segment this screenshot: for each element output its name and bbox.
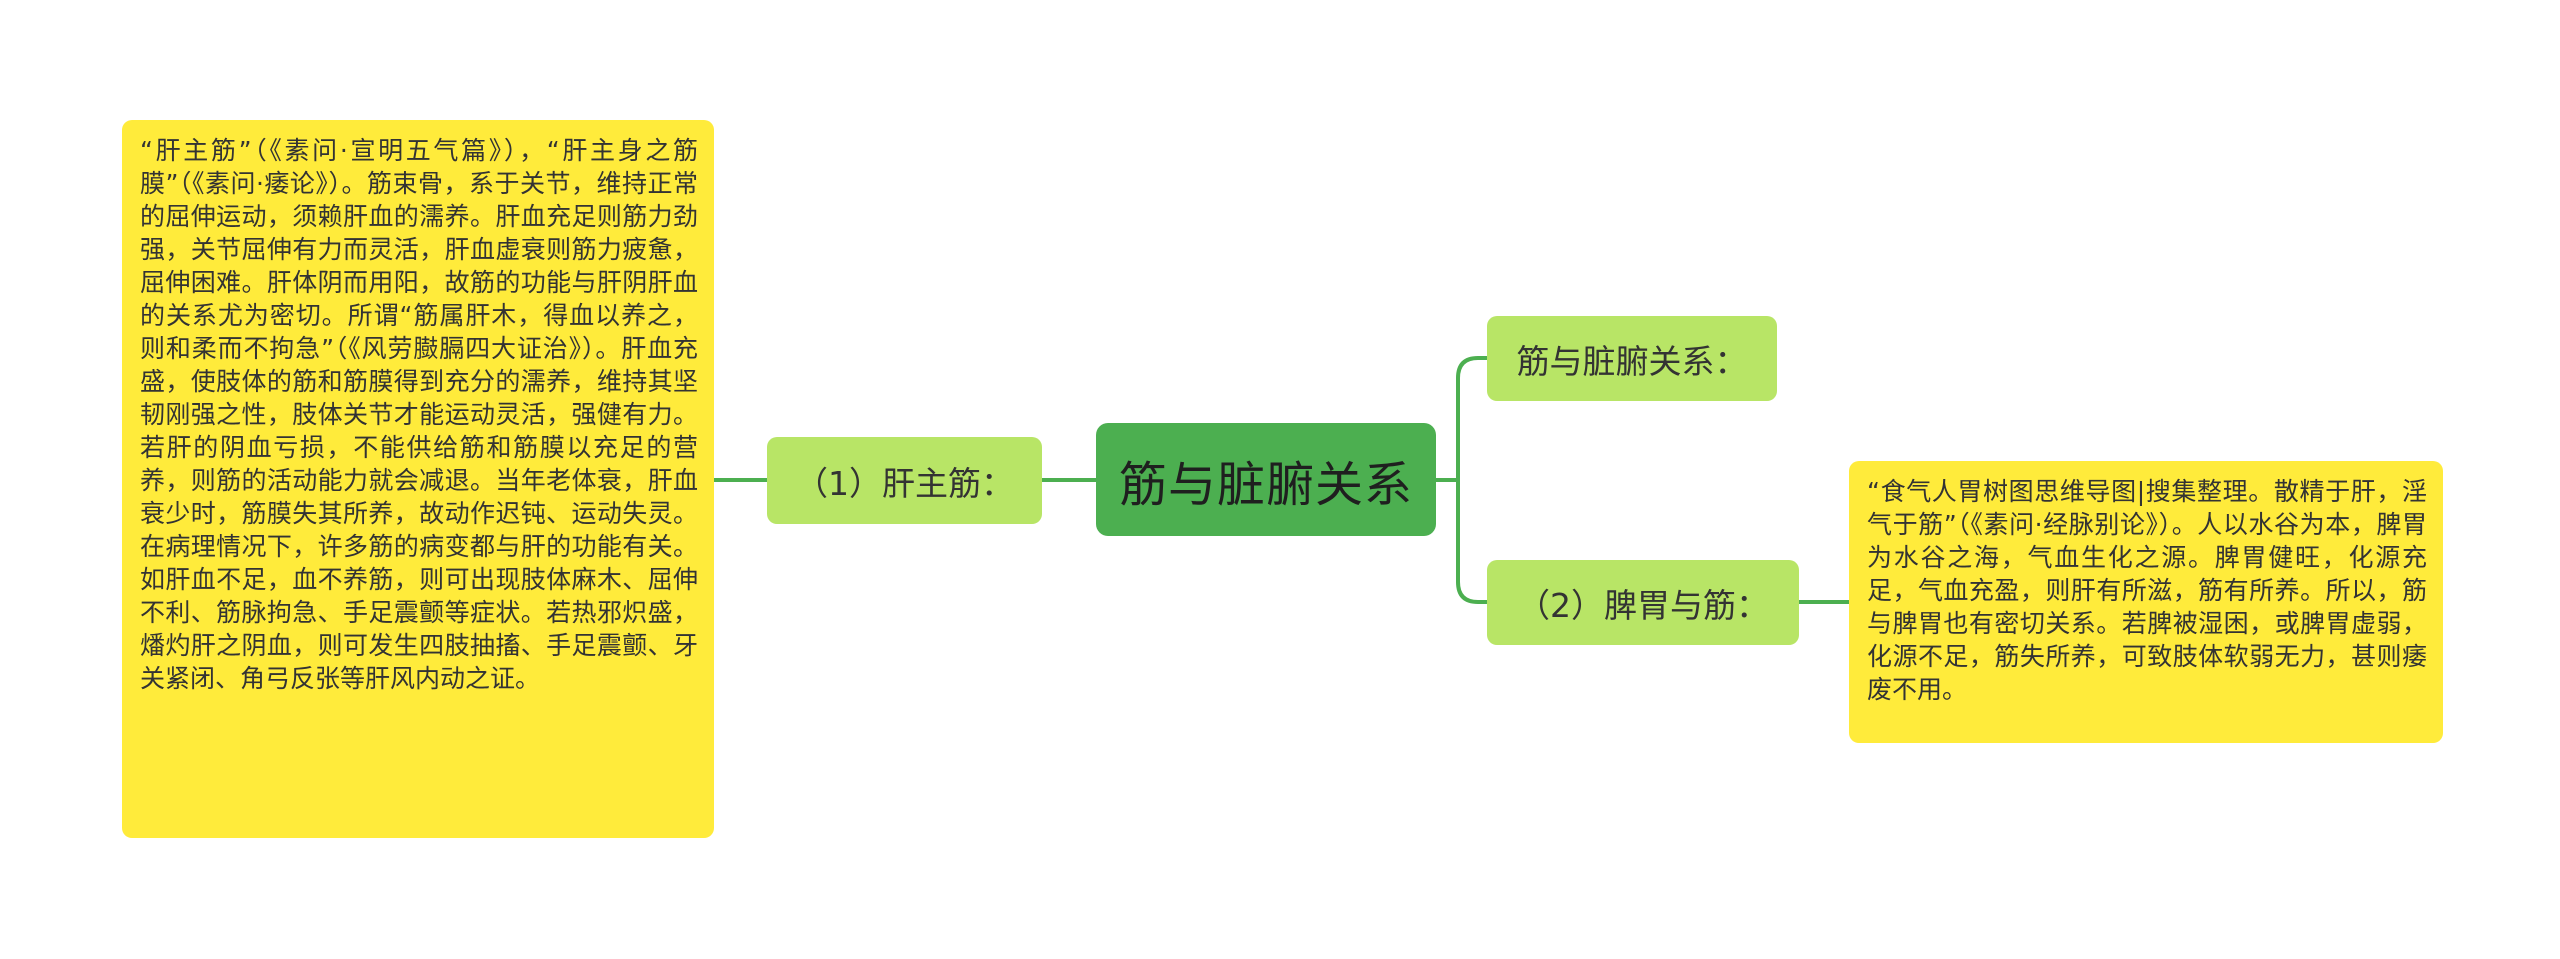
leaf-node-liver-text[interactable]: “肝主筋”（《素问·宣明五气篇》），“肝主身之筋膜”（《素问·痿论》）。筋束骨，…	[122, 120, 714, 838]
connector-branch-right-top	[1456, 356, 1487, 480]
branch-node-spleen-stomach[interactable]: （2）脾胃与筋：	[1487, 560, 1799, 645]
root-node[interactable]: 筋与脏腑关系	[1096, 423, 1436, 536]
connector-branch-right-bottom	[1456, 480, 1487, 604]
root-label: 筋与脏腑关系	[1118, 456, 1413, 513]
branch-node-liver[interactable]: （1）肝主筋：	[767, 437, 1042, 524]
leaf-node-spleen-text[interactable]: “食气人胃树图思维导图|搜集整理。散精于肝，淫气于筋”（《素问·经脉别论》）。人…	[1849, 461, 2443, 743]
branch-label-liver: （1）肝主筋：	[795, 463, 1014, 503]
leaf-text-spleen: “食气人胃树图思维导图|搜集整理。散精于肝，淫气于筋”（《素问·经脉别论》）。人…	[1867, 477, 2427, 704]
branch-label-relation: 筋与脏腑关系：	[1516, 341, 1748, 381]
branch-label-spleen-stomach: （2）脾胃与筋：	[1517, 585, 1769, 625]
branch-node-relation[interactable]: 筋与脏腑关系：	[1487, 316, 1777, 401]
leaf-text-liver: “肝主筋”（《素问·宣明五气篇》），“肝主身之筋膜”（《素问·痿论》）。筋束骨，…	[140, 136, 698, 693]
